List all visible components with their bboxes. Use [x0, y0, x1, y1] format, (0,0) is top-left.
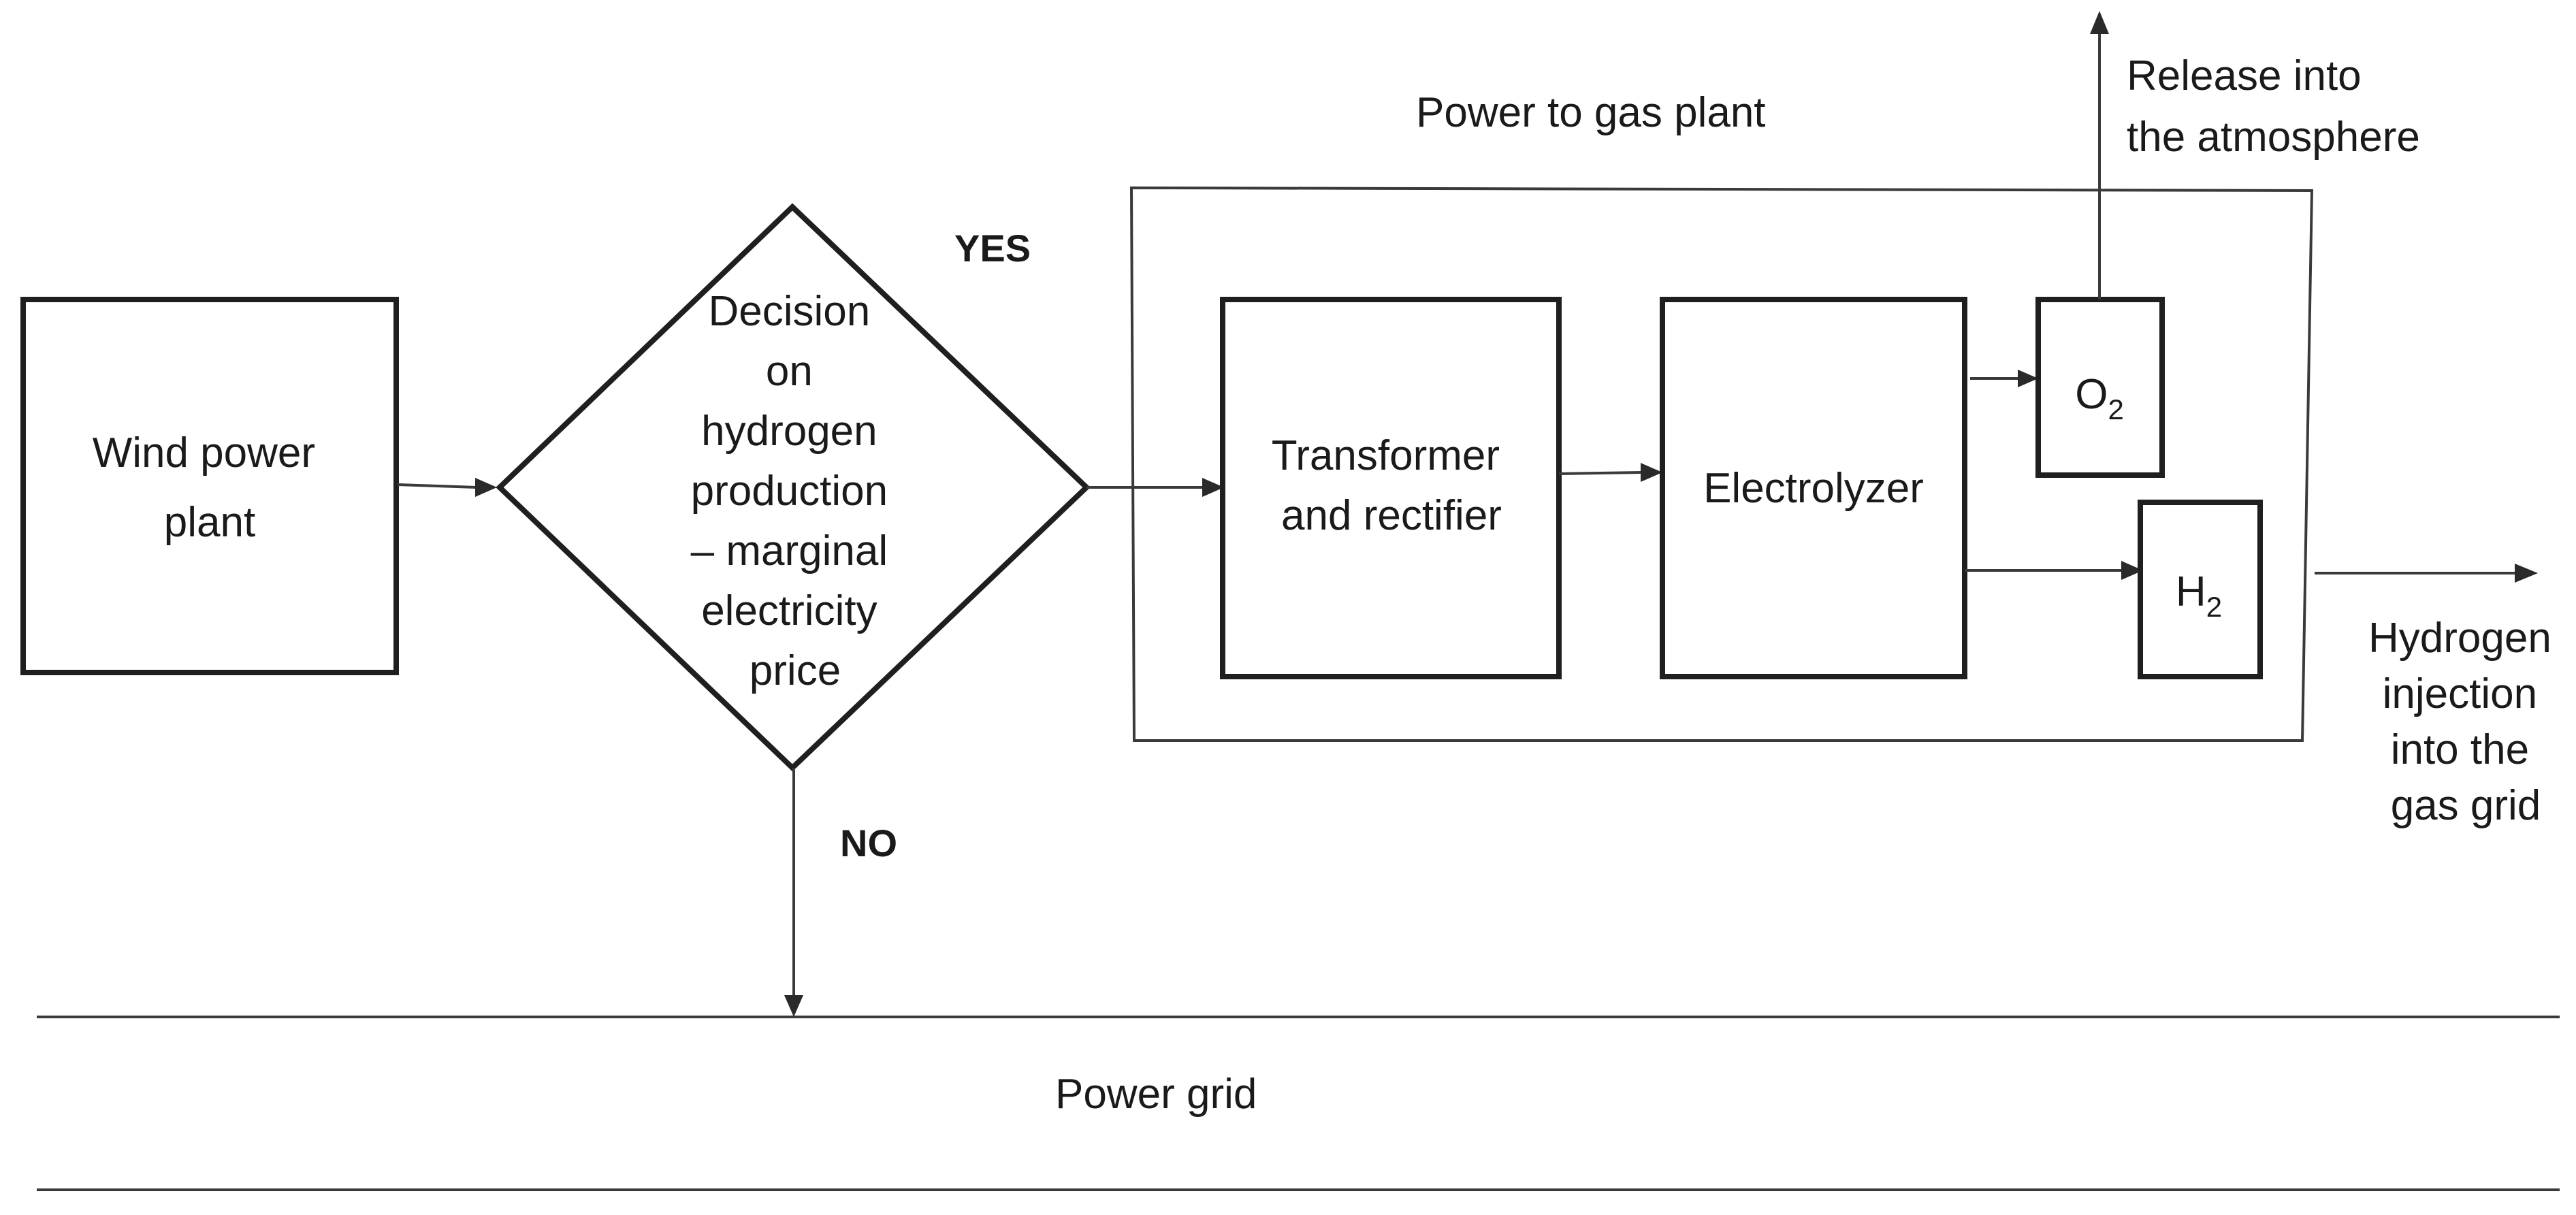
arrowhead-o2-in: [2018, 370, 2038, 387]
hydrogen-base: H: [2176, 568, 2206, 615]
power-grid-label: Power grid: [1055, 1071, 1257, 1118]
no-label: NO: [840, 822, 897, 864]
decision-line-2: on: [766, 348, 813, 395]
yes-label: YES: [954, 227, 1031, 270]
injection-line-1: Hydrogen: [2368, 615, 2551, 662]
decision-line-6: electricity: [701, 587, 877, 634]
release-line-2: the atmosphere: [2127, 114, 2420, 161]
arrow-wind-to-decision: [397, 483, 477, 489]
release-label: Release into the atmosphere: [2127, 52, 2420, 161]
injection-line-3: into the: [2391, 726, 2529, 773]
hydrogen-label: H2: [2176, 568, 2222, 623]
oxygen-subscript: 2: [2108, 393, 2123, 425]
transformer-line-1: Transformer: [1272, 432, 1500, 479]
decision-line-4: production: [691, 468, 888, 515]
release-line-1: Release into: [2127, 52, 2362, 99]
decision-line-3: hydrogen: [701, 408, 878, 455]
arrowhead-h2-in: [2121, 561, 2143, 580]
arrowhead-transformer-in: [1202, 478, 1224, 497]
power-to-gas-plant-frame: [1129, 186, 2314, 742]
arrowhead-gas-grid-out: [2515, 564, 2538, 583]
electrolyzer-label: Electrolyzer: [1703, 465, 1924, 512]
decision-line-5: – marginal: [691, 528, 888, 574]
arrowhead-decision-in: [475, 478, 497, 497]
decision-line-7: price: [750, 647, 841, 694]
transformer-line-2: and rectifier: [1281, 492, 1502, 539]
wind-power-plant-box: [20, 297, 399, 675]
oxygen-label: O2: [2075, 371, 2124, 425]
power-to-gas-plant-label: Power to gas plant: [1416, 89, 1766, 136]
arrowhead-grid-in: [784, 995, 803, 1017]
wind-power-plant-line-1: Wind power: [93, 430, 315, 476]
oxygen-base: O: [2075, 371, 2108, 418]
injection-label: Hydrogen injection into the gas grid: [2368, 615, 2563, 829]
injection-line-2: injection: [2383, 670, 2537, 717]
transformer-rectifier-label: Transformer and rectifier: [1272, 432, 1512, 539]
hydrogen-box: [2138, 500, 2263, 679]
wind-power-plant-label: Wind power plant: [93, 430, 327, 546]
hydrogen-subscript: 2: [2206, 591, 2222, 623]
decision-label: Decision on hydrogen production – margin…: [691, 288, 900, 694]
arrow-transformer-to-electrolyzer: [1558, 471, 1643, 475]
electrolyzer-box: [1660, 297, 1967, 679]
wind-power-plant-line-2: plant: [164, 499, 255, 546]
transformer-rectifier-box: [1220, 297, 1562, 679]
decision-line-1: Decision: [708, 288, 870, 335]
injection-line-4: gas grid: [2391, 782, 2541, 829]
arrowhead-atmosphere-out: [2090, 11, 2109, 34]
arrowhead-electrolyzer-in: [1641, 463, 1662, 482]
